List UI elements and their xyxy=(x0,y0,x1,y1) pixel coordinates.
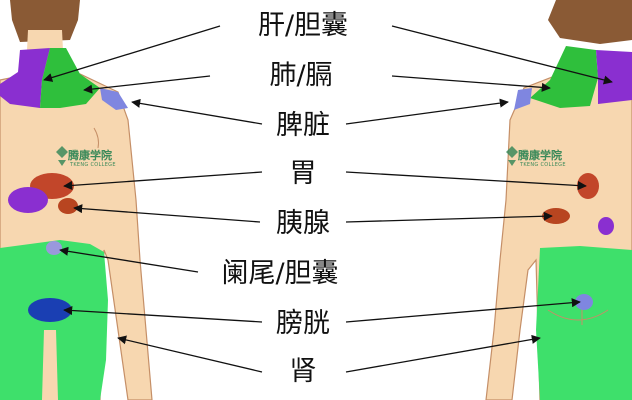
arrow-kidney-left xyxy=(117,335,263,373)
label-liver-gallbladder: 肝/胆囊 xyxy=(257,10,349,41)
arrow-liver-left xyxy=(43,25,221,82)
arrow-lung-left xyxy=(83,75,211,94)
back-spleen-shoulder-zone xyxy=(514,88,532,110)
front-bladder-zone xyxy=(28,298,72,322)
watermark-logo-left-icon xyxy=(56,146,68,166)
back-liver-abdomen-zone xyxy=(598,217,614,235)
watermark-name-left: 腾康学院 xyxy=(68,149,112,162)
back-kidney-zone xyxy=(536,246,632,400)
front-kidney-thigh-gap xyxy=(42,330,58,400)
label-lung-diaphragm: 肺/膈 xyxy=(269,60,333,91)
arrow-pancreas-right xyxy=(345,211,553,223)
front-breast-line xyxy=(93,127,99,149)
back-stomach-zone xyxy=(577,173,599,199)
back-buttock-line xyxy=(547,308,609,325)
watermark-subtitle-left: TKENG COLLEGE xyxy=(70,162,116,168)
front-liver-abdomen-zone xyxy=(8,187,48,213)
back-liver-neck-zone xyxy=(596,50,632,104)
arrow-liver-right xyxy=(391,25,613,85)
label-spleen: 脾脏 xyxy=(276,110,330,141)
arrow-spleen-right xyxy=(345,98,509,125)
arrow-appendix-left xyxy=(59,246,199,273)
back-figure xyxy=(485,0,632,400)
front-figure xyxy=(0,0,153,400)
arrow-lung-right xyxy=(391,75,551,92)
arrow-stomach-right xyxy=(345,171,587,191)
label-pancreas: 胰腺 xyxy=(276,208,330,239)
watermark-subtitle-right: TKENG COLLEGE xyxy=(520,162,566,168)
front-liver-neck-zone xyxy=(0,48,50,108)
arrow-kidney-right xyxy=(345,334,541,373)
label-stomach: 胃 xyxy=(289,158,317,189)
arrow-stomach-left xyxy=(63,171,263,190)
label-appendix-gallbladder: 阑尾/胆囊 xyxy=(221,258,339,289)
arrow-spleen-left xyxy=(131,98,263,125)
arrow-bladder-left xyxy=(63,305,263,323)
watermark-logo-right-icon xyxy=(506,146,518,166)
back-hair xyxy=(548,0,632,44)
arrow-pancreas-left xyxy=(73,204,261,223)
label-kidney: 肾 xyxy=(289,356,317,387)
front-spleen-shoulder-zone xyxy=(100,88,128,110)
label-bladder: 膀胱 xyxy=(276,308,330,339)
arrows xyxy=(43,25,613,373)
front-hair xyxy=(10,0,80,42)
arrow-bladder-right xyxy=(345,298,581,323)
watermark-name-right: 腾康学院 xyxy=(518,149,562,162)
front-appendix-zone xyxy=(46,241,62,255)
back-lung-neck-zone xyxy=(530,46,598,108)
front-pancreas-zone xyxy=(58,198,78,214)
